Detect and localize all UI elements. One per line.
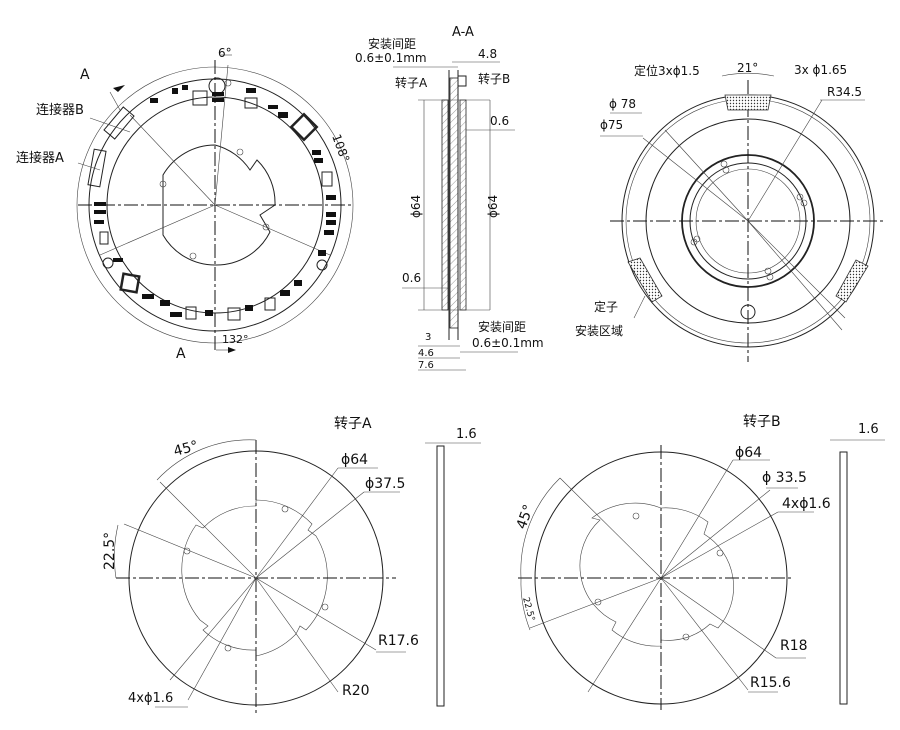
- rotor-a-view: 转子A 45° 22.5° ϕ64 ϕ37.5 R17.6 R20 4xϕ1.6…: [102, 416, 481, 716]
- stator-zone-label-1: 定子: [594, 299, 618, 314]
- rotor-b-angle-45: 45°: [514, 503, 538, 532]
- holes-1-65-label: 3x ϕ1.65: [794, 63, 847, 77]
- section-a-a-view: A-A 安装间距 0.6±0.1mm 4.8 转子A 转子B ϕ64 ϕ64 0…: [355, 25, 544, 371]
- stator-zone-left: [627, 257, 663, 303]
- stator-zone-right: [835, 259, 869, 303]
- connector-b-label: 连接器B: [36, 102, 84, 118]
- rotor-b-label: 转子B: [478, 71, 510, 86]
- rotor-b-r-15-6: R15.6: [750, 675, 791, 691]
- rotor-b-angle-22-5: 22.5°: [520, 596, 536, 622]
- gap-top-label: 安装间距: [368, 36, 416, 51]
- section-title: A-A: [452, 25, 474, 40]
- rotor-b-side-view: [839, 451, 848, 705]
- r-34-5-label: R34.5: [827, 85, 862, 99]
- rotor-a-dia-64: ϕ64: [341, 452, 368, 468]
- rotor-a-angle-45: 45°: [172, 438, 200, 460]
- section-mark-bottom: A: [176, 346, 186, 362]
- angle-6-label: 6°: [218, 46, 232, 60]
- stator-zone-top: [724, 94, 772, 111]
- pcb-top-view: 6° 108° 132° A A 连接器B 连接器A: [16, 46, 354, 362]
- dia-78-label: ϕ 78: [609, 97, 636, 111]
- rotor-a-title: 转子A: [334, 416, 372, 432]
- pcb-components: [87, 85, 336, 321]
- stator-zone-label-2: 安装区域: [575, 323, 623, 338]
- rotor-a-thickness: 1.6: [456, 427, 477, 442]
- stator-view: 定位3xϕ1.5 21° 3x ϕ1.65 R34.5 ϕ 78 ϕ75 定子 …: [575, 61, 885, 362]
- rotor-a-dia-37-5: ϕ37.5: [365, 476, 405, 492]
- rotor-a-angle-22-5: 22.5°: [102, 532, 118, 570]
- rotor-b-r-18: R18: [780, 638, 808, 654]
- rotor-b-dia-33-5: ϕ 33.5: [762, 470, 807, 486]
- connector-a-label: 连接器A: [16, 150, 64, 166]
- rotor-b-title: 转子B: [743, 414, 781, 430]
- dim-7-6: 7.6: [418, 360, 434, 371]
- dia-75-label: ϕ75: [600, 118, 623, 132]
- gap-bottom-value: 0.6±0.1mm: [472, 336, 544, 350]
- dia-right: ϕ64: [486, 195, 500, 218]
- dim-4-6: 4.6: [418, 348, 434, 359]
- rotor-a-holes: 4xϕ1.6: [128, 691, 173, 706]
- rotor-b-thickness: 1.6: [858, 422, 879, 437]
- angle-132-label: 132°: [222, 333, 249, 346]
- dim-4-8: 4.8: [478, 47, 497, 61]
- rotor-b-view: 转子B 45° 22.5° ϕ64 ϕ 33.5 4xϕ1.6 R18 R15.…: [514, 414, 885, 710]
- rotor-a-r-20: R20: [342, 683, 370, 699]
- dia-left: ϕ64: [409, 195, 423, 218]
- rotor-b-dia-64: ϕ64: [735, 445, 762, 461]
- dim-0-6-left: 0.6: [402, 271, 421, 285]
- angle-21-label: 21°: [737, 61, 758, 75]
- rotor-b-holes: 4xϕ1.6: [782, 496, 831, 512]
- dim-3: 3: [425, 332, 431, 343]
- rotor-a-r-17-6: R17.6: [378, 633, 419, 649]
- dim-0-6-right: 0.6: [490, 114, 509, 128]
- gap-bottom-label: 安装间距: [478, 319, 526, 334]
- rotor-a-side-view: [436, 445, 445, 707]
- gap-top-value: 0.6±0.1mm: [355, 51, 427, 65]
- locating-holes-label: 定位3xϕ1.5: [634, 63, 700, 78]
- section-mark-top: A: [80, 67, 90, 83]
- rotor-a-label: 转子A: [395, 75, 428, 90]
